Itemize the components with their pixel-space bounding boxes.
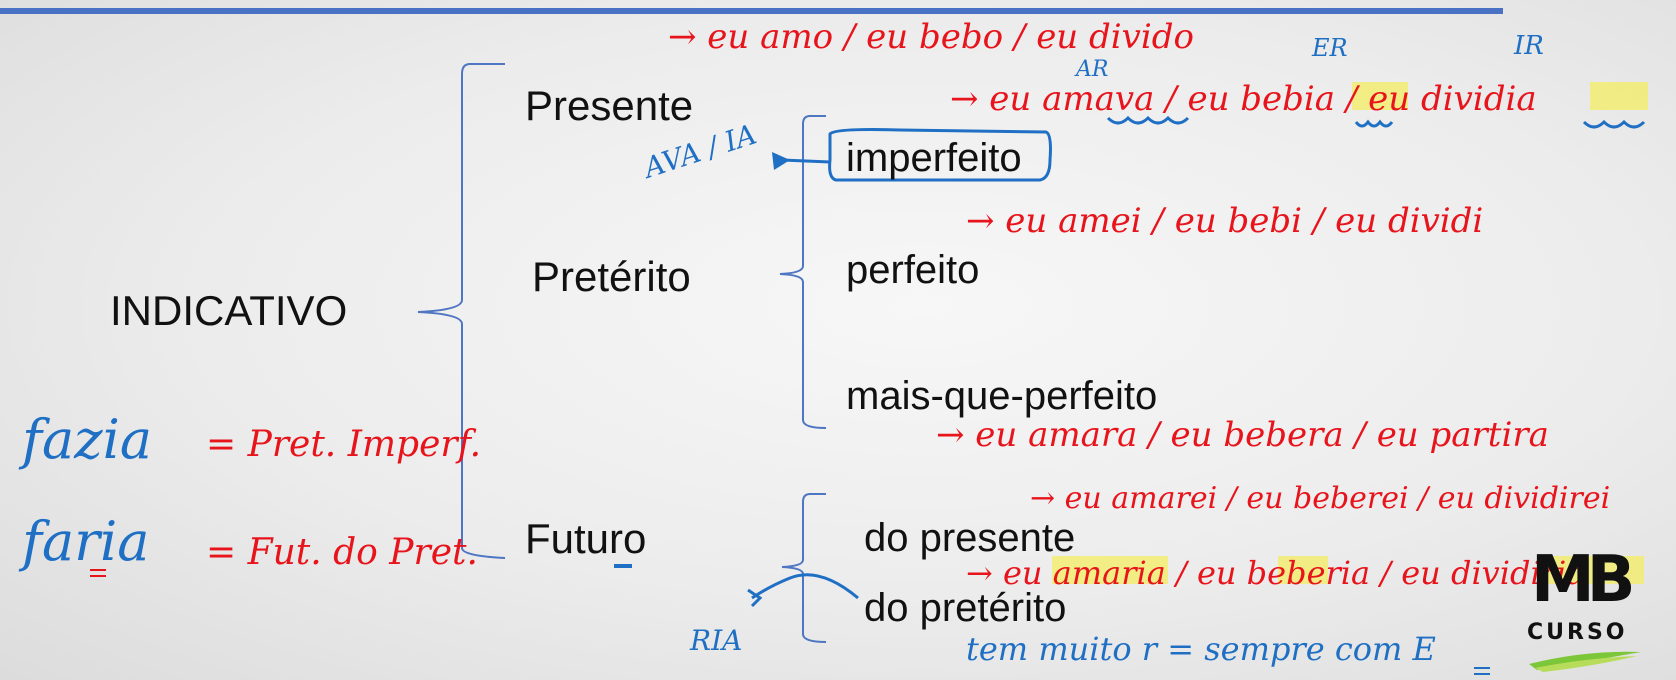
highlight-bebia bbox=[1352, 82, 1408, 110]
sub-do-presente: do presente bbox=[864, 516, 1076, 560]
highlight-dividia bbox=[1590, 82, 1648, 110]
imperfeito-box bbox=[828, 128, 1052, 182]
annotation-er: ER bbox=[1311, 34, 1348, 62]
squiggle-amava bbox=[1106, 115, 1190, 125]
ria-arrow bbox=[751, 573, 859, 600]
annotation-perfeito-example: → eu amei / eu bebi / eu dividi bbox=[966, 201, 1483, 241]
annotation-ria: RIA bbox=[689, 624, 742, 657]
annotation-futuro-presente-example: → eu amarei / eu beberei / eu dividirei bbox=[1030, 481, 1610, 516]
futuro-bracket bbox=[781, 493, 827, 643]
annotation-faria-label: faria bbox=[18, 510, 149, 573]
logo-swoosh bbox=[1529, 651, 1641, 672]
squiggle-bebia bbox=[1354, 119, 1394, 128]
ava-ia-arrow bbox=[781, 158, 831, 164]
preterito-bracket bbox=[779, 115, 827, 429]
branch-preterito: Pretérito bbox=[532, 253, 691, 300]
highlight-amaria bbox=[1052, 556, 1168, 584]
annotation-fazia-label: fazia bbox=[18, 408, 152, 471]
annotation-presente-example: → eu amo / eu bebo / eu divido bbox=[668, 17, 1194, 57]
brand-logo: MB CURSO bbox=[1525, 548, 1645, 672]
root-label-indicativo: INDICATIVO bbox=[110, 287, 348, 334]
annotation-mais-que-perfeito-example: → eu amara / eu bebera / eu partira bbox=[936, 415, 1549, 455]
annotation-ava-ia: AVA / IA bbox=[637, 117, 760, 185]
branch-presente: Presente bbox=[525, 82, 694, 129]
annotation-ir: IR bbox=[1513, 31, 1544, 61]
logo-subtitle: CURSO bbox=[1527, 620, 1628, 645]
top-accent-bar bbox=[0, 8, 1503, 14]
sub-do-preterito: do pretérito bbox=[864, 586, 1067, 630]
annotation-ar: AR bbox=[1074, 57, 1108, 82]
main-bracket bbox=[417, 63, 506, 559]
annotation-faria-value: = Fut. do Pret. bbox=[206, 532, 478, 573]
highlight-beberia bbox=[1278, 556, 1328, 584]
logo-letters: MB bbox=[1531, 543, 1636, 617]
sub-mais-que-perfeito: mais-que-perfeito bbox=[846, 374, 1158, 418]
annotation-sempre-note: tem muito r = sempre com E bbox=[966, 630, 1436, 668]
annotation-imperfeito-example: → eu amava / eu bebia / eu dividia bbox=[950, 79, 1537, 119]
annotation-fazia-value: = Pret. Imperf. bbox=[206, 424, 481, 465]
sub-perfeito: perfeito bbox=[846, 248, 980, 292]
annotation-futuro-preterito-example: → eu amaria / eu beberia / eu dividiria bbox=[966, 554, 1585, 592]
branch-futuro: Futuro bbox=[525, 515, 647, 562]
sub-imperfeito: imperfeito bbox=[846, 136, 1022, 180]
squiggle-dividia bbox=[1582, 119, 1646, 129]
highlight-dividiria bbox=[1548, 556, 1644, 584]
